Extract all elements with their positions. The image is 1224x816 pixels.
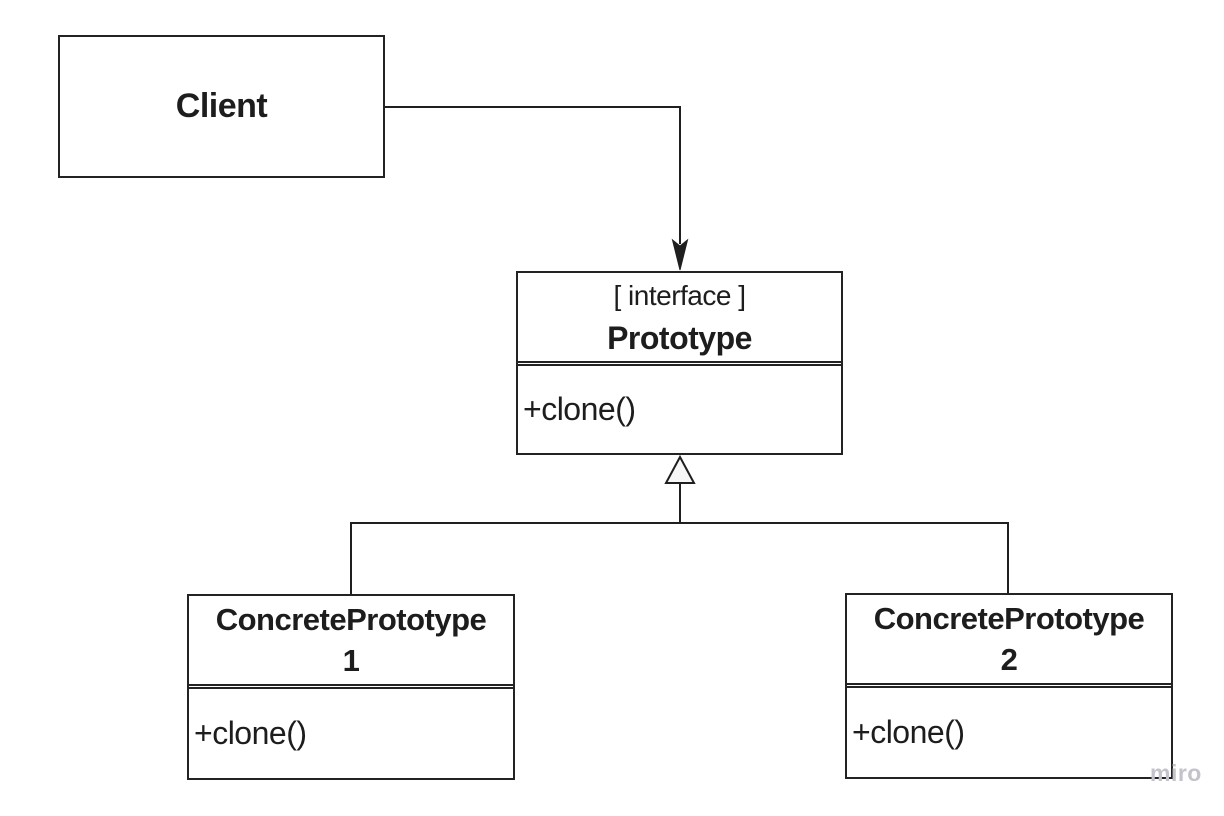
class-header-concrete-prototype-1: ConcretePrototype 1 <box>189 596 513 686</box>
method-clone: +clone() <box>852 714 965 750</box>
filled-arrowhead-icon <box>671 238 689 271</box>
class-header-prototype: [ interface ] Prototype <box>518 273 841 363</box>
class-methods-concrete-prototype-1: +clone() <box>189 687 513 778</box>
realization-connector-concretes-prototype[interactable] <box>350 454 1009 594</box>
stereotype-label: [ interface ] <box>613 280 746 311</box>
class-name-line-2: 1 <box>342 643 360 678</box>
class-name-line-1: ConcretePrototype <box>873 601 1145 636</box>
class-box-prototype[interactable]: [ interface ] Prototype +clone() <box>516 271 843 455</box>
realization-branch-line[interactable] <box>350 522 1009 594</box>
class-methods-concrete-prototype-2: +clone() <box>847 686 1171 777</box>
class-name-prototype: Prototype <box>607 320 752 356</box>
class-methods-prototype: +clone() <box>518 364 841 453</box>
method-clone: +clone() <box>194 715 307 751</box>
class-name-line-2: 2 <box>1000 642 1018 677</box>
miro-watermark: miro <box>1150 760 1202 786</box>
association-line[interactable] <box>385 106 681 244</box>
class-box-client[interactable]: Client <box>58 35 385 178</box>
class-name-client: Client <box>175 87 268 125</box>
class-box-concrete-prototype-1[interactable]: ConcretePrototype 1 +clone() <box>187 594 515 780</box>
class-header-concrete-prototype-2: ConcretePrototype 2 <box>847 595 1171 685</box>
hollow-triangle-arrowhead-icon <box>664 454 696 484</box>
association-connector-client-prototype[interactable] <box>385 106 689 271</box>
method-clone: +clone() <box>523 391 636 427</box>
class-box-concrete-prototype-2[interactable]: ConcretePrototype 2 +clone() <box>845 593 1173 779</box>
class-name-line-1: ConcretePrototype <box>215 602 487 637</box>
